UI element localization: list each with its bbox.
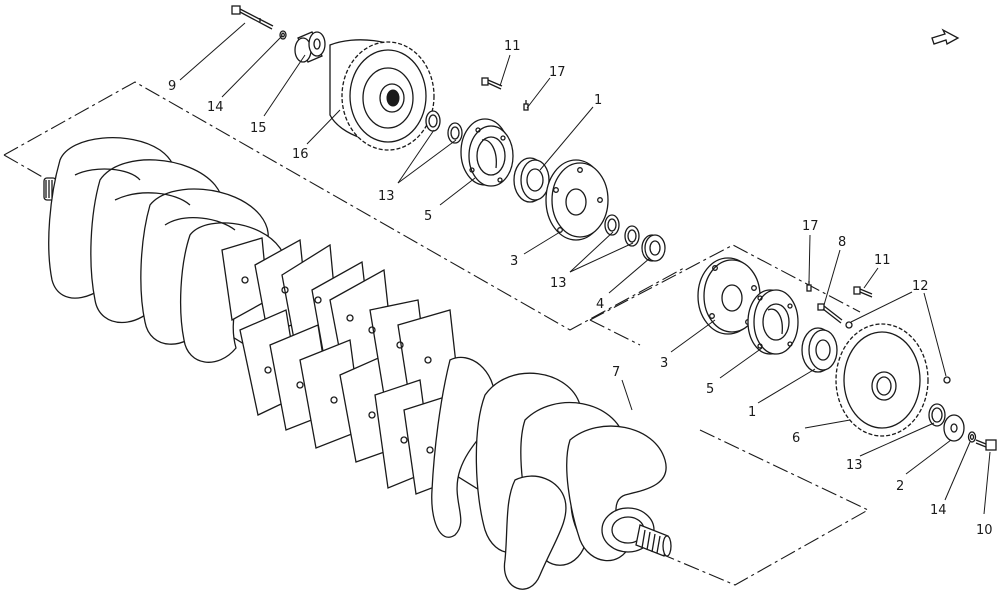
callout-13: 13 xyxy=(378,189,395,204)
washer-14-lower xyxy=(967,431,977,443)
callout-5: 5 xyxy=(424,209,432,224)
callout-17: 17 xyxy=(549,65,566,80)
flange-plate-3-upper xyxy=(545,159,609,241)
callout-12: 12 xyxy=(912,279,929,294)
bolt-11-lower xyxy=(853,286,873,298)
upper-hardware xyxy=(231,5,666,262)
nut-12 xyxy=(845,321,951,384)
right-hardware xyxy=(697,257,997,451)
auger-assembly xyxy=(43,137,672,590)
callout-14: 14 xyxy=(930,503,947,518)
bearing-1-lower xyxy=(801,327,838,373)
callout-7: 7 xyxy=(612,365,620,380)
callout-9: 9 xyxy=(168,79,176,94)
callout-6: 6 xyxy=(792,431,800,446)
callout-3: 3 xyxy=(510,254,518,269)
callout-13: 13 xyxy=(846,458,863,473)
snap-rings-13-upper xyxy=(425,110,463,144)
callout-2: 2 xyxy=(896,479,904,494)
collar-4 xyxy=(641,234,666,262)
callout-4: 4 xyxy=(596,297,604,312)
auger-paddles xyxy=(221,237,461,495)
callout-8: 8 xyxy=(838,235,846,250)
bushing-15 xyxy=(294,31,326,63)
callout-14: 14 xyxy=(207,100,224,115)
bolt-9 xyxy=(231,5,274,30)
grease-fitting-17-upper xyxy=(523,100,529,111)
callout-labels: 9 14 15 16 11 17 1 13 5 3 13 4 17 8 11 1… xyxy=(168,39,993,538)
bearing-1-upper xyxy=(513,157,550,203)
callout-3: 3 xyxy=(660,356,668,371)
end-washer-2 xyxy=(943,414,965,442)
callout-13: 13 xyxy=(550,276,567,291)
callout-11: 11 xyxy=(504,39,521,54)
callout-10: 10 xyxy=(976,523,993,538)
callout-1: 1 xyxy=(748,405,756,420)
callout-15: 15 xyxy=(250,121,267,136)
sprocket-6 xyxy=(835,323,929,437)
bearing-housing-5-lower xyxy=(747,289,799,355)
bolt-8 xyxy=(817,303,843,324)
bolt-11-upper xyxy=(481,77,503,90)
callout-11: 11 xyxy=(874,253,891,268)
washer-14-upper xyxy=(279,30,287,40)
snap-ring-13-lower xyxy=(928,403,946,427)
bolt-10 xyxy=(975,439,997,451)
callout-16: 16 xyxy=(292,147,309,162)
arrow-icon xyxy=(931,28,960,45)
leader-lines xyxy=(179,22,991,515)
callout-1: 1 xyxy=(594,93,602,108)
right-flighting xyxy=(431,356,667,590)
callout-5: 5 xyxy=(706,382,714,397)
grease-fitting-17-lower xyxy=(806,281,812,292)
flange-plate-3-lower xyxy=(697,257,761,335)
callout-17: 17 xyxy=(802,219,819,234)
sprocket-16 xyxy=(329,39,435,151)
right-shaft-end xyxy=(601,507,672,557)
snap-rings-13-middle xyxy=(604,214,640,247)
bearing-housing-5-upper xyxy=(460,118,514,187)
